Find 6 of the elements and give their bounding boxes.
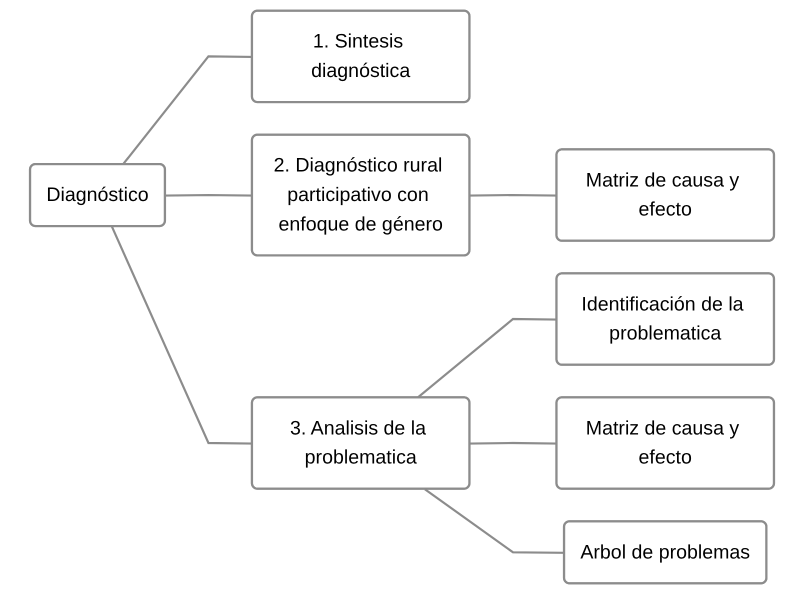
connector <box>470 194 558 197</box>
connector <box>122 55 252 166</box>
connector <box>424 488 565 554</box>
connector <box>165 194 252 197</box>
connector <box>470 442 558 445</box>
connector <box>110 226 252 445</box>
